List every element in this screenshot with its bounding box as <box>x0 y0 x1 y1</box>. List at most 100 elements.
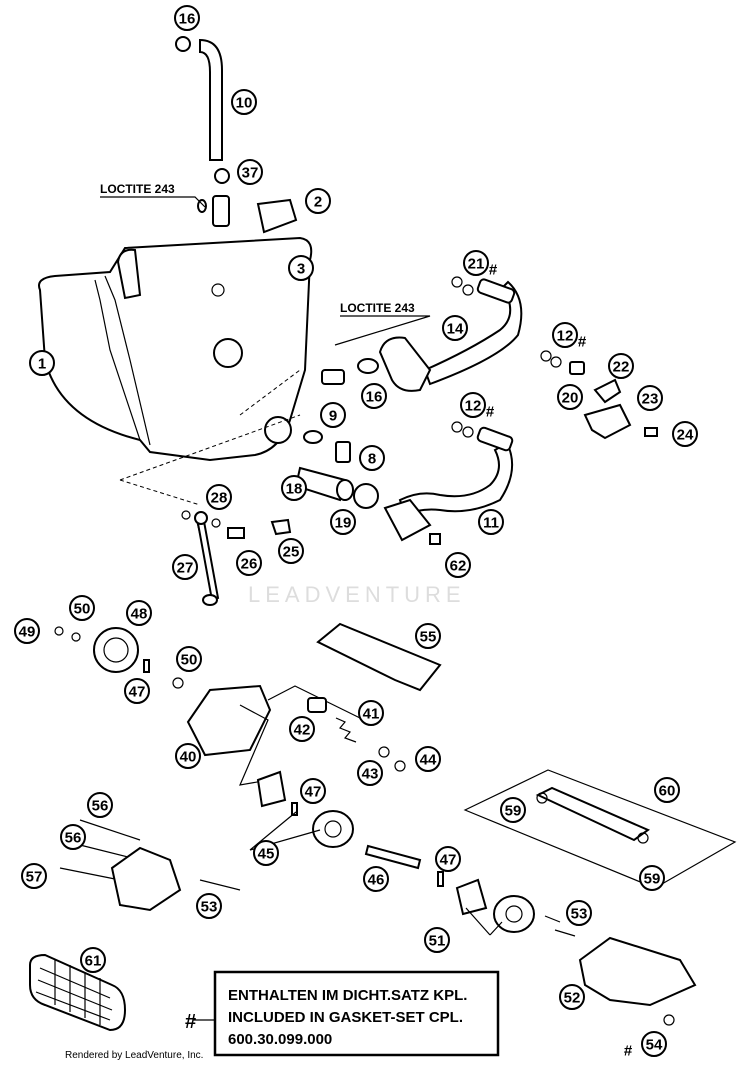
callout-21[interactable]: 21# <box>463 250 498 279</box>
callout-1[interactable]: 1 <box>29 350 55 376</box>
callout-16[interactable]: 16 <box>361 383 387 409</box>
callout-56[interactable]: 56 <box>60 824 86 850</box>
callout-circle <box>237 159 263 185</box>
callout-number: 48 <box>131 606 148 623</box>
callout-10[interactable]: 10 <box>231 89 257 115</box>
callout-54[interactable]: 54# <box>624 1031 667 1060</box>
callout-circle <box>176 646 202 672</box>
callout-51[interactable]: 51 <box>424 927 450 953</box>
callout-number: 56 <box>92 798 109 815</box>
callout-59[interactable]: 59 <box>639 865 665 891</box>
callout-8[interactable]: 8 <box>359 445 385 471</box>
callout-12[interactable]: 12# <box>460 392 495 421</box>
callout-24[interactable]: 24 <box>672 421 698 447</box>
oil-lines <box>294 276 658 545</box>
callout-12[interactable]: 12# <box>552 322 587 351</box>
callout-number: 42 <box>294 722 311 739</box>
callout-number: 27 <box>177 560 194 577</box>
callout-number: 47 <box>440 852 457 869</box>
callout-circle <box>289 716 315 742</box>
callout-circle <box>126 600 152 626</box>
callout-20[interactable]: 20 <box>557 384 583 410</box>
callout-circle <box>424 927 450 953</box>
callout-circle <box>172 554 198 580</box>
callout-circle <box>442 315 468 341</box>
callout-9[interactable]: 9 <box>320 402 346 428</box>
callout-61[interactable]: 61 <box>80 947 106 973</box>
callout-26[interactable]: 26 <box>236 550 262 576</box>
callout-56[interactable]: 56 <box>87 792 113 818</box>
callout-53[interactable]: 53 <box>566 900 592 926</box>
gasket-set-marker: # <box>486 404 495 421</box>
callout-25[interactable]: 25 <box>278 538 304 564</box>
callout-number: 14 <box>447 321 464 338</box>
note-line-english: INCLUDED IN GASKET-SET CPL. <box>228 1009 463 1026</box>
note-hash-marker: # <box>185 1011 196 1033</box>
callout-circle <box>300 778 326 804</box>
callout-44[interactable]: 44 <box>415 746 441 772</box>
callout-55[interactable]: 55 <box>415 623 441 649</box>
callout-28[interactable]: 28 <box>206 484 232 510</box>
callout-41[interactable]: 41 <box>358 700 384 726</box>
callout-number: 44 <box>420 752 437 769</box>
callout-53[interactable]: 53 <box>196 893 222 919</box>
callout-27[interactable]: 27 <box>172 554 198 580</box>
callout-3[interactable]: 3 <box>288 255 314 281</box>
callout-number: 46 <box>368 872 385 889</box>
callout-37[interactable]: 37 <box>237 159 263 185</box>
callout-16[interactable]: 16 <box>174 5 200 31</box>
callout-number: 47 <box>305 784 322 801</box>
callout-50[interactable]: 50 <box>176 646 202 672</box>
callout-number: 50 <box>74 601 91 618</box>
callout-62[interactable]: 62 <box>445 552 471 578</box>
callout-number: 61 <box>85 953 102 970</box>
callout-42[interactable]: 42 <box>289 716 315 742</box>
callout-48[interactable]: 48 <box>126 600 152 626</box>
callout-57[interactable]: 57 <box>21 863 47 889</box>
callout-11[interactable]: 11 <box>478 509 504 535</box>
callout-circle <box>80 947 106 973</box>
callout-number: 3 <box>297 261 305 278</box>
callout-47[interactable]: 47 <box>435 846 461 872</box>
callout-46[interactable]: 46 <box>363 866 389 892</box>
callout-50[interactable]: 50 <box>69 595 95 621</box>
callout-23[interactable]: 23 <box>637 385 663 411</box>
callout-19[interactable]: 19 <box>330 509 356 535</box>
callout-47[interactable]: 47 <box>124 678 150 704</box>
loctite-label-banjo: LOCTITE 243 <box>340 301 415 315</box>
callout-49[interactable]: 49 <box>14 618 40 644</box>
callout-circle <box>175 743 201 769</box>
callout-circle <box>566 900 592 926</box>
callout-52[interactable]: 52 <box>559 984 585 1010</box>
callout-circle <box>359 445 385 471</box>
callout-number: 51 <box>429 933 446 950</box>
callout-45[interactable]: 45 <box>253 840 279 866</box>
callout-circle <box>21 863 47 889</box>
callout-circle <box>445 552 471 578</box>
strainer-assembly <box>463 769 737 889</box>
callout-number: 9 <box>329 408 337 425</box>
callout-circle <box>253 840 279 866</box>
callout-59[interactable]: 59 <box>500 797 526 823</box>
callout-number: 12 <box>557 328 574 345</box>
callout-40[interactable]: 40 <box>175 743 201 769</box>
callout-60[interactable]: 60 <box>654 777 680 803</box>
callout-circle <box>672 421 698 447</box>
gasket-set-marker: # <box>624 1043 633 1060</box>
callout-circle <box>320 402 346 428</box>
callout-22[interactable]: 22 <box>608 353 634 379</box>
callout-number: 50 <box>181 652 198 669</box>
callout-18[interactable]: 18 <box>281 475 307 501</box>
callout-circle <box>358 700 384 726</box>
callout-43[interactable]: 43 <box>357 760 383 786</box>
callout-circle <box>641 1031 667 1057</box>
callout-number: 10 <box>236 95 253 112</box>
callout-number: 21 <box>468 256 485 273</box>
callout-2[interactable]: 2 <box>305 188 331 214</box>
callout-14[interactable]: 14 <box>442 315 468 341</box>
callout-number: 40 <box>180 749 197 766</box>
callout-circle <box>281 475 307 501</box>
callout-47[interactable]: 47 <box>300 778 326 804</box>
